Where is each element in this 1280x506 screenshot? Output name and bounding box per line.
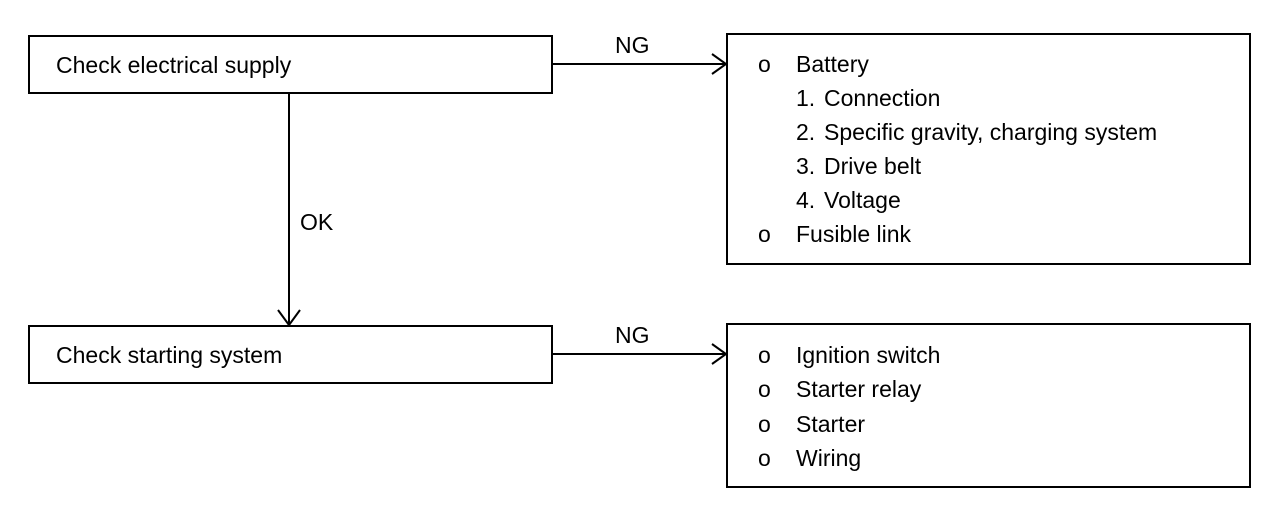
bullet-marker: o [758,376,771,402]
ok-label: OK [300,209,334,235]
ng-label-1: NG [615,32,650,58]
bullet-marker: o [758,411,771,437]
ng-label-2: NG [615,322,650,348]
list-item-label: Starter relay [796,376,922,402]
sublist-label: Specific gravity, charging system [824,119,1158,145]
list-item-label: Battery [796,51,869,77]
bullet-marker: o [758,51,771,77]
list-item-label: Starter [796,411,866,437]
sublist-item-voltage: 4. Voltage [796,186,1236,214]
sublist-item-specific-gravity: 2. Specific gravity, charging system [796,118,1236,146]
remedy-box-starting-system: o Ignition switch o Starter relay o Star… [726,323,1251,488]
bullet-marker: o [758,221,771,247]
list-item-starter-relay: o Starter relay [758,375,1238,403]
list-item-fusible-link: o Fusible link [758,220,1238,248]
sublist-label: Drive belt [824,153,922,179]
list-item-wiring: o Wiring [758,444,1238,472]
bullet-marker: o [758,342,771,368]
list-item-label: Wiring [796,445,862,471]
sublist-number: 3. [796,153,816,179]
list-item-ignition-switch: o Ignition switch [758,341,1238,369]
list-item-label: Ignition switch [796,342,941,368]
remedy-box-electrical-supply: o Battery 1. Connection 2. Specific grav… [726,33,1251,265]
list-item-battery: o Battery [758,50,1238,78]
sublist-number: 4. [796,187,816,213]
sublist-label: Connection [824,85,941,111]
sublist-number: 2. [796,119,816,145]
list-item-starter: o Starter [758,410,1238,438]
sublist-number: 1. [796,85,816,111]
step-box-check-electrical-supply: Check electrical supply [28,35,553,94]
sublist-item-drive-belt: 3. Drive belt [796,152,1236,180]
bullet-marker: o [758,445,771,471]
step-label-check-starting-system: Check starting system [56,342,283,368]
list-item-label: Fusible link [796,221,912,247]
step-box-check-starting-system: Check starting system [28,325,553,384]
sublist-label: Voltage [824,187,901,213]
step-label-check-electrical-supply: Check electrical supply [56,52,292,78]
sublist-item-connection: 1. Connection [796,84,1236,112]
